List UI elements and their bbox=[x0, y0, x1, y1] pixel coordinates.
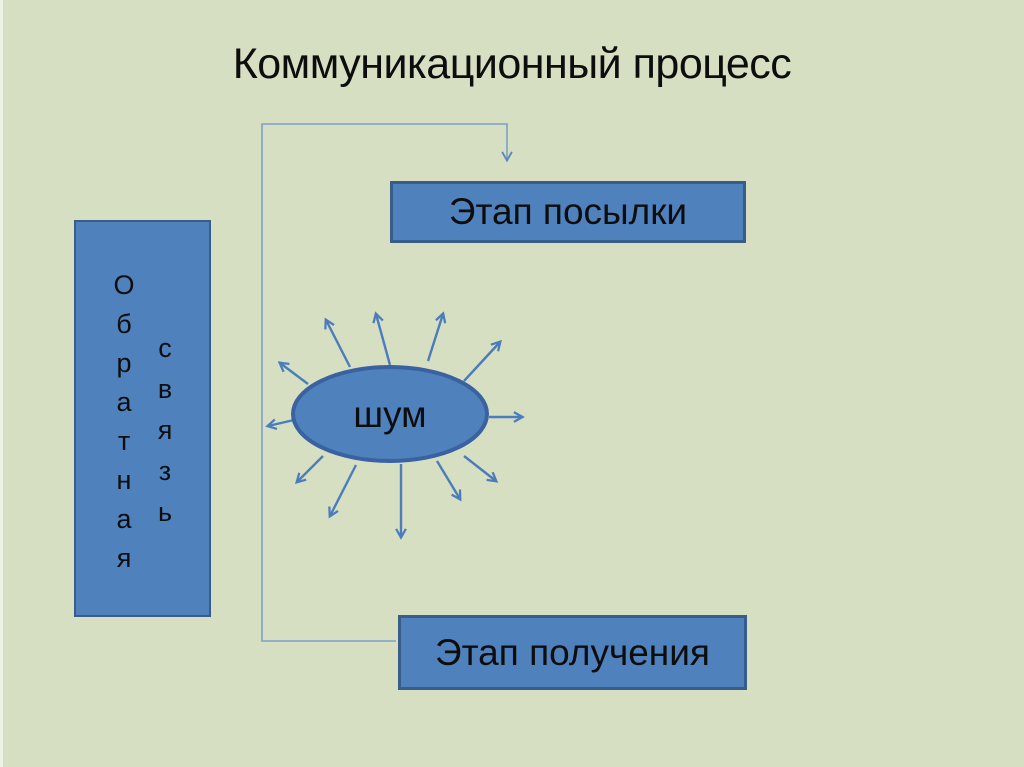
noise-arrows bbox=[268, 314, 522, 537]
noise-label: шум bbox=[353, 394, 426, 435]
send-stage-label: Этап посылки bbox=[448, 191, 688, 232]
noise-arrow bbox=[426, 314, 443, 362]
noise-arrow bbox=[268, 420, 295, 426]
feedback-connector bbox=[261, 123, 513, 642]
noise-arrow bbox=[435, 460, 460, 499]
feedback-label-column-1: О б р а т н а я bbox=[113, 270, 135, 573]
slide-edge-highlight bbox=[0, 0, 3, 767]
receive-stage-label: Этап получения bbox=[435, 631, 710, 673]
slide-title: Коммуникационный процесс bbox=[232, 40, 792, 88]
send-stage-box: Этап посылки bbox=[390, 181, 746, 243]
noise-arrow bbox=[280, 363, 309, 385]
feedback-box: О б р а т н а я с в я з ь bbox=[74, 220, 211, 617]
noise-arrow bbox=[376, 314, 392, 366]
noise-arrow bbox=[463, 342, 500, 382]
noise-ellipse bbox=[291, 365, 489, 463]
noise-arrow bbox=[297, 455, 324, 482]
receive-stage-box: Этап получения bbox=[398, 615, 747, 690]
noise-arrow bbox=[330, 464, 358, 516]
noise-arrow bbox=[326, 320, 352, 368]
noise-arrow bbox=[463, 455, 496, 481]
feedback-label-column-2: с в я з ь bbox=[157, 333, 173, 527]
